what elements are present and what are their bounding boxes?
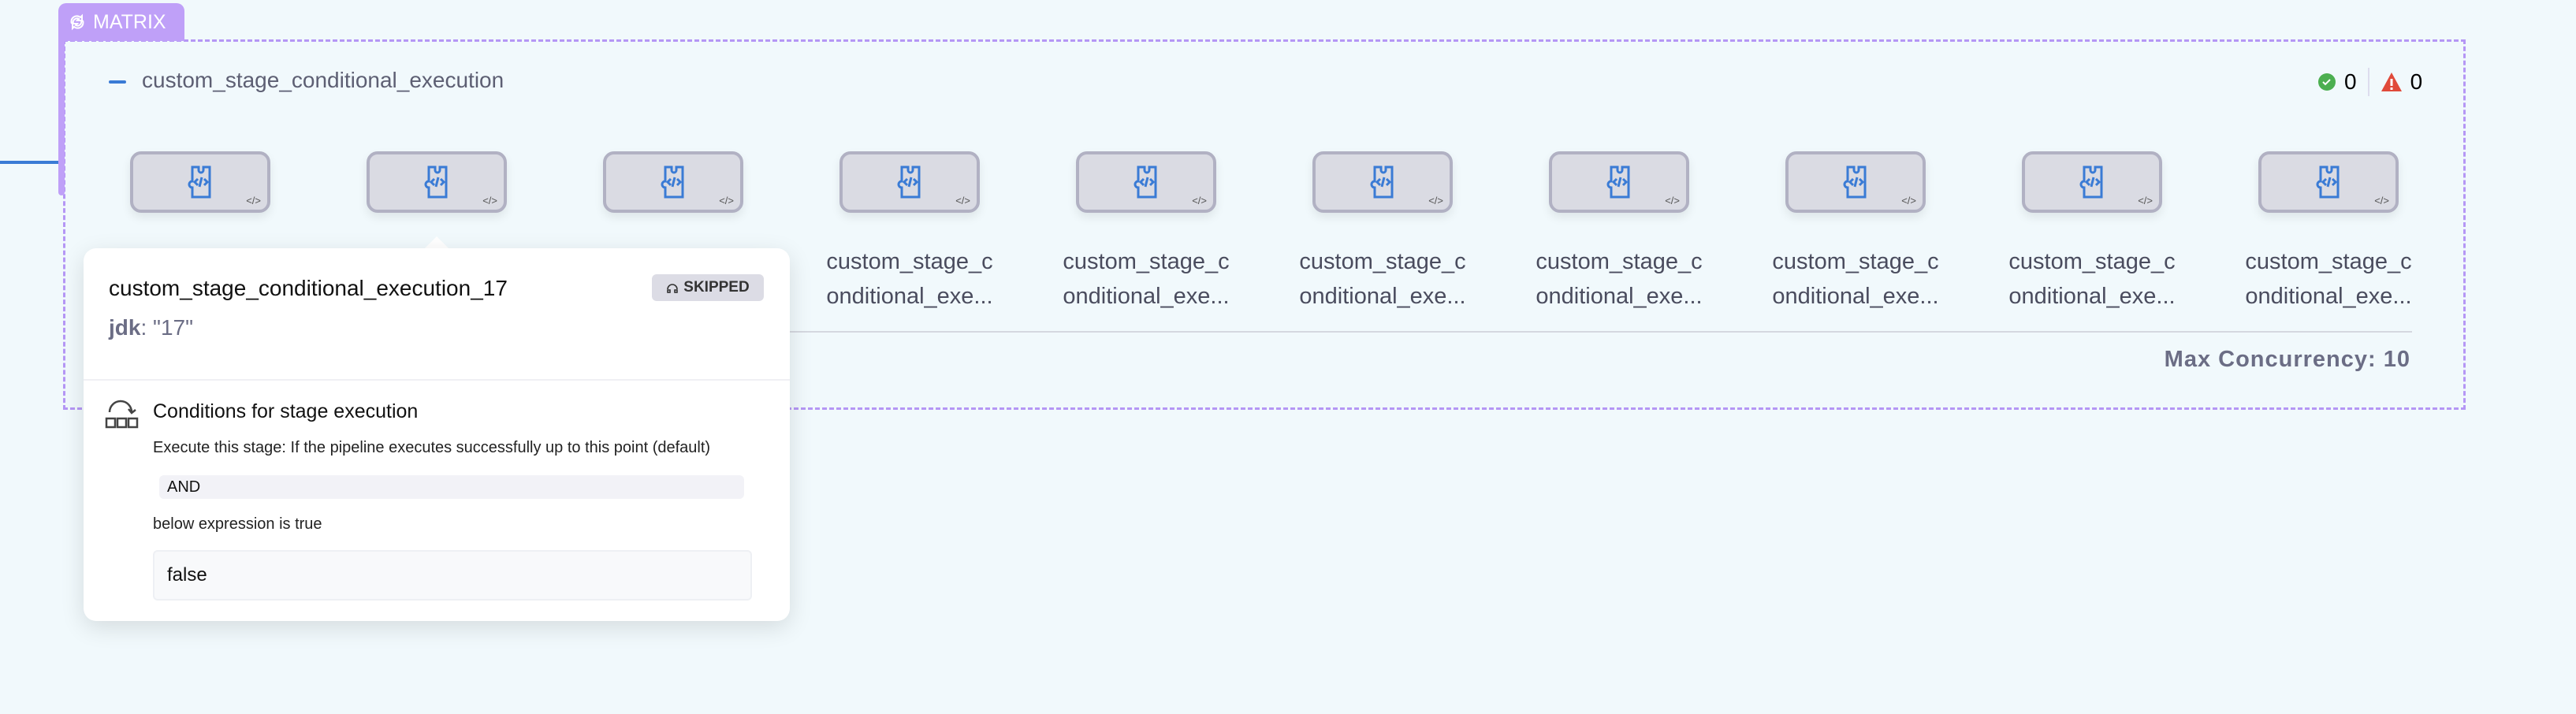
- stage-node[interactable]: </>: [603, 151, 743, 213]
- custom-stage-icon: [424, 165, 448, 199]
- stage-node[interactable]: </>: [1076, 151, 1216, 213]
- stage-node-label: custom_stage_c onditional_exe...: [1299, 249, 1466, 309]
- max-concurrency: Max Concurrency: 10: [2164, 347, 2410, 372]
- stage-node-label: custom_stage_c onditional_exe...: [1772, 249, 1939, 309]
- expression-value: false: [153, 550, 752, 601]
- popover-arrow: [424, 236, 449, 249]
- stage-node-label: custom_stage_c onditional_exe...: [826, 249, 993, 309]
- expression-caption: below expression is true: [153, 515, 322, 533]
- divider: [788, 331, 2412, 333]
- custom-stage-icon: [2316, 165, 2340, 199]
- custom-stage-icon: [2079, 165, 2103, 199]
- custom-stage-icon: [1370, 165, 1394, 199]
- stage-node[interactable]: </>: [839, 151, 980, 213]
- code-icon: </>: [2138, 195, 2153, 206]
- operator-label: AND: [159, 475, 744, 499]
- code-icon: </>: [246, 195, 261, 206]
- code-icon: </>: [955, 195, 970, 206]
- collapse-button[interactable]: [109, 80, 126, 84]
- stage-node-label: custom_stage_c onditional_exe...: [2008, 249, 2176, 309]
- custom-stage-icon: [1843, 165, 1867, 199]
- group-title: custom_stage_conditional_execution: [142, 68, 504, 92]
- success-icon: [2318, 73, 2336, 91]
- stage-node-label: custom_stage_c onditional_exe...: [1536, 249, 1703, 309]
- stage-node[interactable]: </>: [1312, 151, 1453, 213]
- code-icon: </>: [1192, 195, 1207, 206]
- matrix-param: jdk: "17": [109, 315, 193, 340]
- stage-popover: custom_stage_conditional_execution_17 SK…: [84, 248, 790, 621]
- skipped-icon: [667, 284, 679, 293]
- status-text: SKIPPED: [683, 279, 750, 296]
- matrix-bar: [58, 38, 65, 195]
- param-value: : "17": [140, 315, 194, 340]
- code-icon: </>: [719, 195, 734, 206]
- popover-title: custom_stage_conditional_execution_17: [109, 276, 508, 300]
- pipeline-link-line: [0, 161, 63, 164]
- status-summary: 0 0: [2317, 68, 2422, 96]
- stage-node[interactable]: </>: [367, 151, 507, 213]
- code-icon: </>: [2374, 195, 2389, 206]
- failed-count: 0: [2410, 69, 2423, 94]
- stage-node[interactable]: </>: [2022, 151, 2162, 213]
- code-icon: </>: [1665, 195, 1680, 206]
- execute-condition: Execute this stage: If the pipeline exec…: [153, 439, 711, 456]
- stage-node[interactable]: </>: [1785, 151, 1926, 213]
- custom-stage-icon: [188, 165, 211, 199]
- matrix-tab: MATRIX: [58, 3, 184, 41]
- success-count: 0: [2344, 69, 2357, 94]
- custom-stage-icon: [897, 165, 921, 199]
- stage-node-label: custom_stage_c onditional_exe...: [1063, 249, 1230, 309]
- matrix-tab-label: MATRIX: [93, 10, 166, 33]
- warning-icon: [2381, 73, 2402, 91]
- stage-node-label: custom_stage_c onditional_exe...: [2245, 249, 2412, 309]
- code-icon: </>: [482, 195, 497, 206]
- code-icon: </>: [1428, 195, 1443, 206]
- stage-node[interactable]: </>: [2258, 151, 2399, 213]
- loop-icon: [70, 13, 84, 31]
- status-separator: [2367, 68, 2369, 96]
- custom-stage-icon: [1134, 165, 1157, 199]
- conditional-execution-icon: [105, 400, 139, 429]
- code-icon: </>: [1901, 195, 1916, 206]
- status-badge: SKIPPED: [652, 274, 764, 301]
- popover-divider: [84, 379, 790, 381]
- custom-stage-icon: [1606, 165, 1630, 199]
- matrix-container: [63, 39, 2466, 410]
- custom-stage-icon: [661, 165, 684, 199]
- stage-node[interactable]: </>: [1549, 151, 1689, 213]
- conditions-title: Conditions for stage execution: [153, 400, 419, 422]
- param-key: jdk: [109, 315, 141, 340]
- stage-node[interactable]: </>: [130, 151, 270, 213]
